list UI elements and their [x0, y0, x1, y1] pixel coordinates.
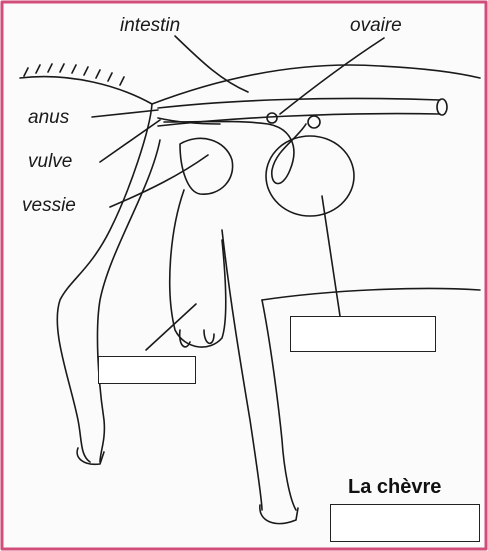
answer-box-title[interactable]	[330, 504, 480, 542]
teat-right	[204, 330, 214, 343]
bladder	[180, 138, 233, 194]
leader-uterus-box	[322, 196, 340, 316]
diagram-title: La chèvre	[348, 477, 441, 497]
leader-ovaire	[280, 38, 384, 114]
leader-intestin	[175, 36, 248, 92]
label-anus: anus	[28, 108, 69, 127]
leader-vulve	[100, 120, 160, 162]
front-leg	[222, 230, 262, 510]
label-vessie: vessie	[22, 196, 76, 215]
uterus-horns	[164, 122, 306, 184]
uterus-body	[266, 136, 354, 216]
leader-anus	[92, 110, 158, 117]
ovary-left	[267, 113, 277, 123]
tail	[20, 64, 152, 104]
udder	[170, 190, 226, 347]
answer-box-udder[interactable]	[98, 356, 196, 384]
label-vulve: vulve	[28, 152, 72, 171]
belly-line	[262, 288, 480, 300]
ovary-right	[308, 116, 320, 128]
label-intestin: intestin	[120, 16, 180, 35]
front-hoof	[260, 505, 298, 524]
intestine-end	[437, 99, 447, 115]
label-ovaire: ovaire	[350, 16, 402, 35]
answer-box-uterus[interactable]	[290, 316, 436, 352]
